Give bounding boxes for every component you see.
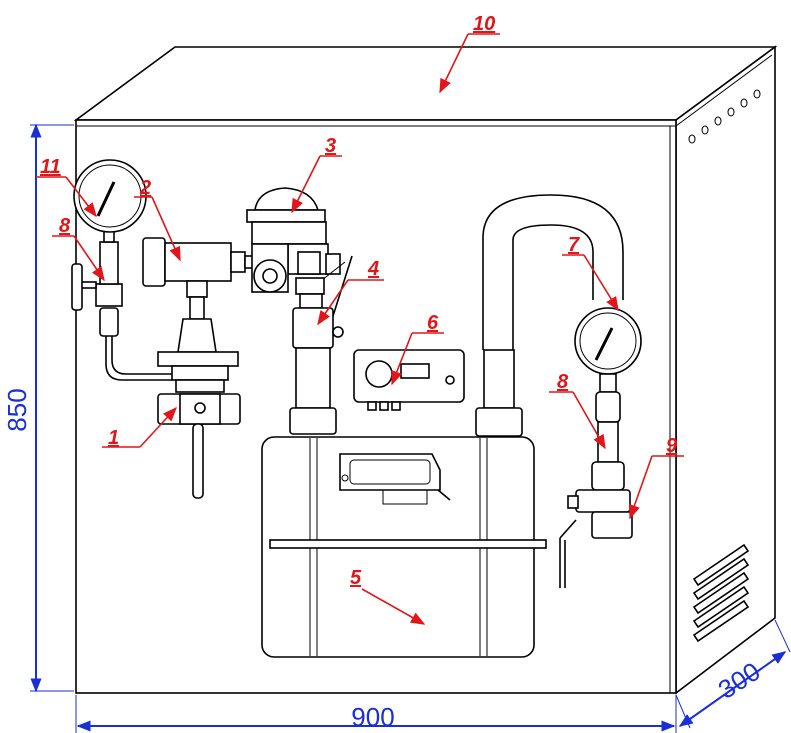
callout-7: 7 [562, 234, 619, 312]
svg-text:3: 3 [325, 135, 336, 157]
louvers [692, 543, 750, 643]
callout-1: 1 [102, 406, 177, 449]
volume-corrector [353, 349, 465, 411]
outlet-gauge-assembly [559, 307, 642, 588]
cabinet-top [73, 46, 778, 121]
cabinet-side [675, 45, 776, 695]
svg-text:7: 7 [568, 234, 580, 256]
dimension-height-label: 850 [2, 388, 32, 431]
svg-text:1: 1 [108, 427, 119, 449]
dimension-height: 850 [2, 123, 74, 693]
callout-8-left: 8 [52, 215, 105, 282]
callout-8-right: 8 [549, 371, 606, 450]
svg-text:11: 11 [40, 156, 61, 178]
callout-9: 9 [628, 435, 684, 520]
callout-3: 3 [291, 135, 342, 214]
callout-2: 2 [134, 177, 181, 262]
svg-text:8: 8 [557, 371, 569, 393]
callout-4: 4 [317, 258, 384, 326]
dimension-width-label: 900 [351, 702, 394, 732]
vent-holes [688, 89, 761, 144]
svg-text:6: 6 [427, 312, 439, 334]
callouts: 1 2 3 4 5 6 7 [36, 13, 684, 625]
svg-text:8: 8 [59, 215, 71, 237]
callout-5: 5 [350, 567, 426, 625]
callout-11: 11 [36, 156, 97, 218]
svg-text:4: 4 [367, 258, 379, 280]
svg-text:10: 10 [473, 13, 495, 35]
gas-meter [261, 436, 547, 658]
svg-text:2: 2 [139, 177, 151, 199]
svg-text:9: 9 [666, 435, 678, 457]
dimension-width: 900 [75, 695, 677, 733]
svg-text:5: 5 [350, 567, 362, 589]
outlet-pipe [475, 194, 624, 437]
pressure-regulator [246, 187, 346, 309]
callout-10: 10 [439, 13, 500, 94]
callout-6: 6 [391, 312, 444, 386]
